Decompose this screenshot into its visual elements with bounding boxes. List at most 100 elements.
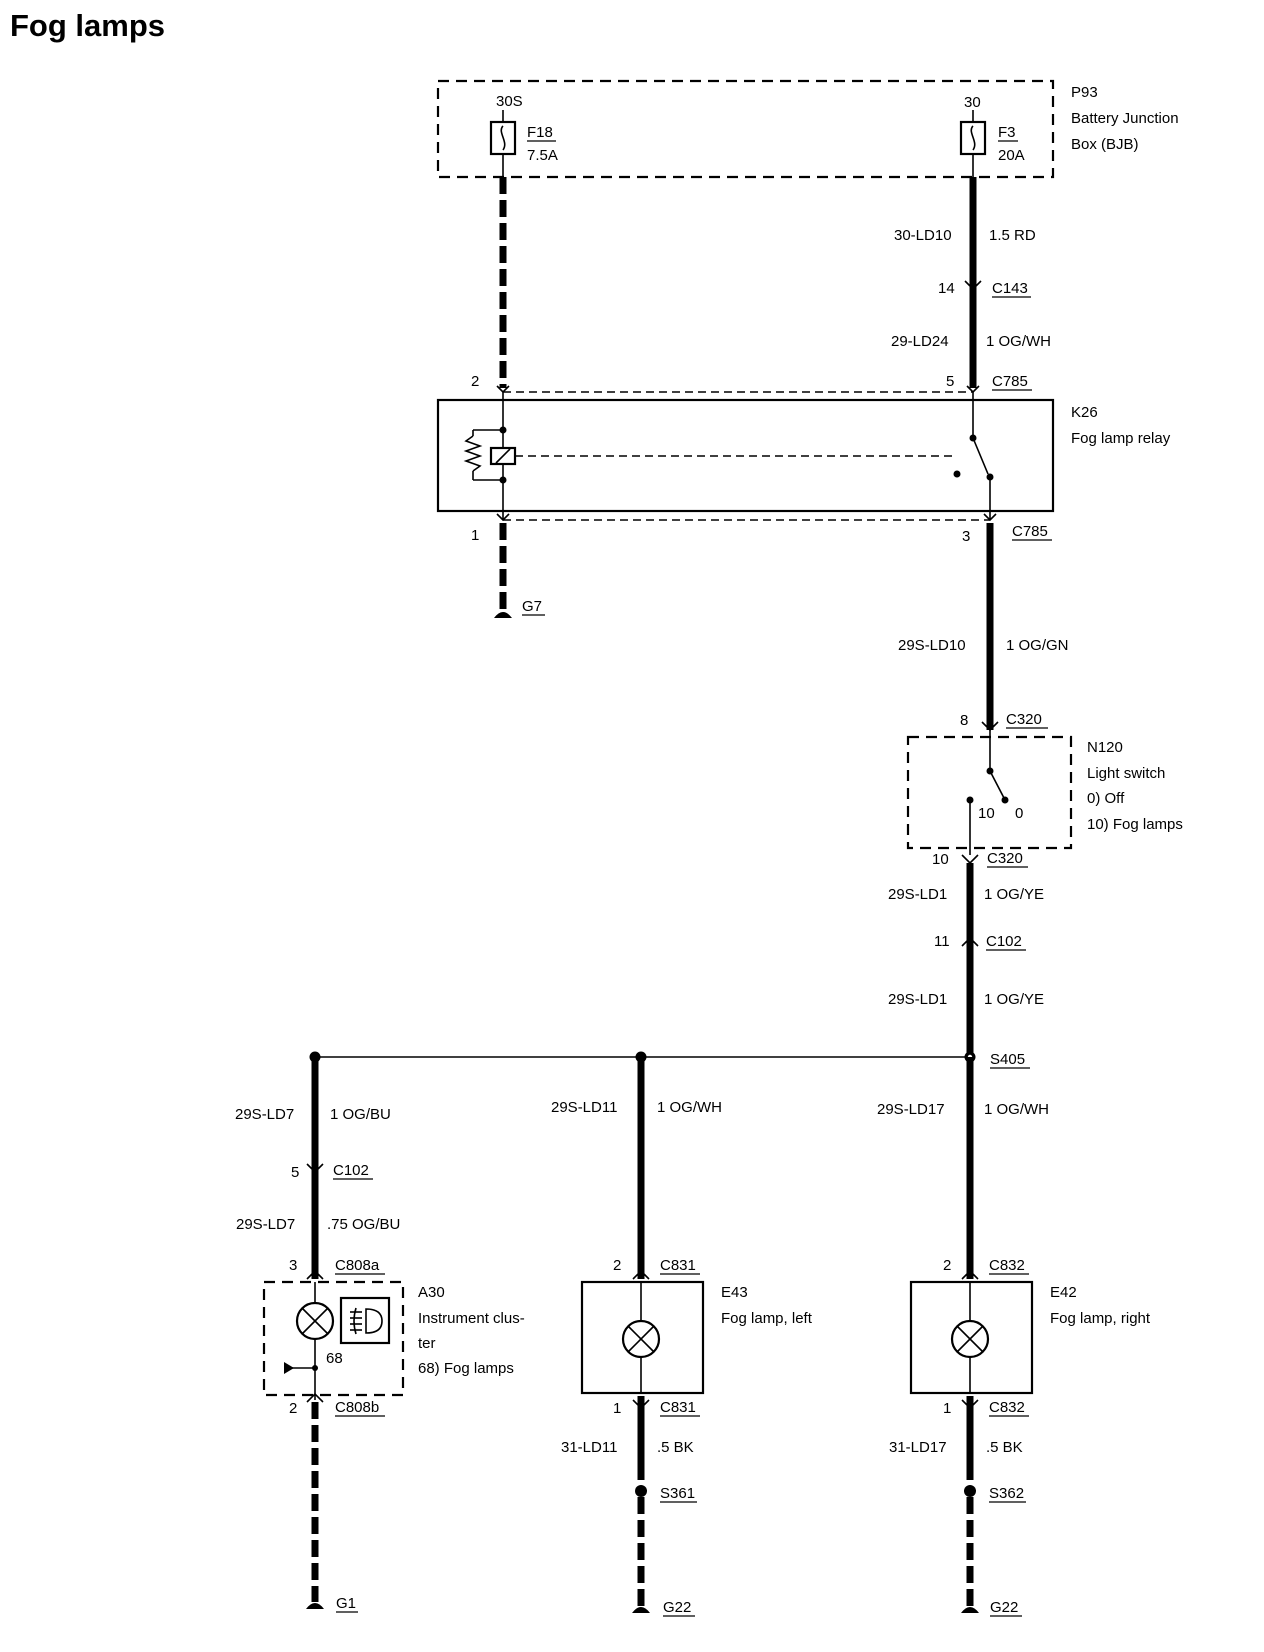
connector-c832-top-name: C832 bbox=[989, 1257, 1025, 1274]
relay-pin-5: 5 bbox=[946, 373, 954, 390]
fuse-f3-id: F3 bbox=[998, 124, 1016, 141]
instrument-cluster-name-line2: ter bbox=[418, 1335, 436, 1352]
wire-w9-circuit: 29S-LD17 bbox=[877, 1101, 945, 1118]
ground-g22-left: G22 bbox=[663, 1599, 691, 1616]
splice-s405: S405 bbox=[990, 1051, 1025, 1068]
instrument-cluster-id: A30 bbox=[418, 1284, 445, 1301]
page-title: Fog lamps bbox=[10, 8, 165, 43]
light-switch-pin-10: 10 bbox=[932, 851, 949, 868]
fuse-f3-icon bbox=[959, 110, 987, 177]
connector-c831-top-icon bbox=[632, 1269, 650, 1280]
connector-c808a-name: C808a bbox=[335, 1257, 380, 1274]
bjb-terminal-right: 30 bbox=[964, 94, 981, 111]
fog-lamp-indicator-icon bbox=[339, 1296, 391, 1345]
wire-w7-circuit: 29S-LD7 bbox=[236, 1216, 295, 1233]
wire-w5-circuit: 29S-LD1 bbox=[888, 991, 947, 1008]
light-switch-contact-0: 0 bbox=[1015, 805, 1023, 822]
light-switch-id: N120 bbox=[1087, 739, 1123, 756]
connector-c143-pin: 14 bbox=[938, 280, 955, 297]
fog-lamp-left-name: Fog lamp, left bbox=[721, 1310, 813, 1327]
fuse-f18-rating: 7.5A bbox=[527, 147, 558, 164]
bjb-name-line2: Box (BJB) bbox=[1071, 136, 1139, 153]
wire-w8-spec: 1 OG/WH bbox=[657, 1099, 722, 1116]
relay-pin-3: 3 bbox=[962, 528, 970, 545]
wire-w6-spec: 1 OG/BU bbox=[330, 1106, 391, 1123]
light-switch-contact-icon bbox=[966, 730, 1009, 855]
bjb-terminal-left: 30S bbox=[496, 93, 523, 110]
fuse-f18-id: F18 bbox=[527, 124, 553, 141]
connector-c831-bottom-name: C831 bbox=[660, 1399, 696, 1416]
light-switch-pin-8: 8 bbox=[960, 712, 968, 729]
connector-c320-out-name: C320 bbox=[987, 850, 1023, 867]
fuse-f18-icon bbox=[489, 110, 517, 177]
wire-w10-circuit: 31-LD11 bbox=[561, 1439, 617, 1456]
connector-c832-bottom-pin: 1 bbox=[943, 1400, 951, 1417]
connector-c808b-icon bbox=[306, 1392, 324, 1403]
connector-c102-cluster-name: C102 bbox=[333, 1162, 369, 1179]
wire-w10-spec: .5 BK bbox=[657, 1439, 694, 1456]
wire-w11-circuit: 31-LD17 bbox=[889, 1439, 947, 1456]
relay-box bbox=[436, 398, 1055, 513]
relay-name: Fog lamp relay bbox=[1071, 430, 1171, 447]
bjb-box bbox=[436, 79, 1055, 179]
ground-g22-right: G22 bbox=[990, 1599, 1018, 1616]
relay-coil-icon bbox=[463, 392, 953, 520]
fog-lamp-left-id: E43 bbox=[721, 1284, 748, 1301]
connector-c143-name: C143 bbox=[992, 280, 1028, 297]
connector-c102-cluster-pin: 5 bbox=[291, 1164, 299, 1181]
splice-s361: S361 bbox=[660, 1485, 695, 1502]
wire-w11-spec: .5 BK bbox=[986, 1439, 1023, 1456]
wire-w4-circuit: 29S-LD1 bbox=[888, 886, 947, 903]
splice-s361-dot bbox=[635, 1485, 647, 1497]
connector-c832-top-icon bbox=[961, 1269, 979, 1280]
wire-w9-spec: 1 OG/WH bbox=[984, 1101, 1049, 1118]
wire-w2-spec: 1 OG/WH bbox=[986, 333, 1051, 350]
relay-pin-1: 1 bbox=[471, 527, 479, 544]
fuse-f3-rating: 20A bbox=[998, 147, 1025, 164]
wire-w3-circuit: 29S-LD10 bbox=[898, 637, 966, 654]
relay-contact-icon bbox=[953, 392, 994, 520]
wire-w2-circuit: 29-LD24 bbox=[891, 333, 949, 350]
light-switch-name: Light switch bbox=[1087, 765, 1165, 782]
ground-g1-icon bbox=[306, 1603, 324, 1609]
connector-c808b-name: C808b bbox=[335, 1399, 379, 1416]
connector-c102-main-name: C102 bbox=[986, 933, 1022, 950]
fog-lamp-right-name: Fog lamp, right bbox=[1050, 1310, 1151, 1327]
light-switch-pos-off: 0) Off bbox=[1087, 790, 1125, 807]
relay-id: K26 bbox=[1071, 404, 1098, 421]
instrument-cluster-name-line1: Instrument clus- bbox=[418, 1310, 525, 1327]
connector-c320-out-icon bbox=[961, 854, 979, 865]
connector-c831-top-name: C831 bbox=[660, 1257, 696, 1274]
wire-w1-spec: 1.5 RD bbox=[989, 227, 1036, 244]
fog-lamp-right-box bbox=[909, 1280, 1034, 1395]
connector-c785-top-name: C785 bbox=[992, 373, 1028, 390]
fog-lamp-right-id: E42 bbox=[1050, 1284, 1077, 1301]
light-switch-pos-fog: 10) Fog lamps bbox=[1087, 816, 1183, 833]
wire-w4-spec: 1 OG/YE bbox=[984, 886, 1044, 903]
light-switch-contact-10: 10 bbox=[978, 805, 995, 822]
connector-c808a-icon bbox=[306, 1269, 324, 1280]
ground-g22-right-icon bbox=[961, 1607, 979, 1613]
ground-g22-left-icon bbox=[632, 1607, 650, 1613]
fog-lamp-left-box bbox=[580, 1280, 705, 1395]
bjb-name-line1: Battery Junction bbox=[1071, 110, 1179, 127]
ground-g7-icon bbox=[494, 612, 512, 618]
wire-w5-spec: 1 OG/YE bbox=[984, 991, 1044, 1008]
connector-c832-top-pin: 2 bbox=[943, 1257, 951, 1274]
cluster-pin-68: 68 bbox=[326, 1350, 343, 1367]
connector-c102-main-pin: 11 bbox=[934, 933, 950, 950]
wire-w8-circuit: 29S-LD11 bbox=[551, 1099, 617, 1116]
connector-c832-bottom-name: C832 bbox=[989, 1399, 1025, 1416]
connector-c320-in-name: C320 bbox=[1006, 711, 1042, 728]
splice-s362: S362 bbox=[989, 1485, 1024, 1502]
wire-w3-spec: 1 OG/GN bbox=[1006, 637, 1069, 654]
connector-c785-bottom-name: C785 bbox=[1012, 523, 1048, 540]
wire-w6-circuit: 29S-LD7 bbox=[235, 1106, 294, 1123]
connector-c143-icon bbox=[964, 280, 982, 291]
connector-c102-cluster-icon bbox=[306, 1163, 324, 1174]
connector-c831-top-pin: 2 bbox=[613, 1257, 621, 1274]
bjb-id: P93 bbox=[1071, 84, 1098, 101]
fog-lamp-right-bulb-icon bbox=[950, 1282, 990, 1393]
connector-c102-main-icon bbox=[961, 936, 979, 947]
